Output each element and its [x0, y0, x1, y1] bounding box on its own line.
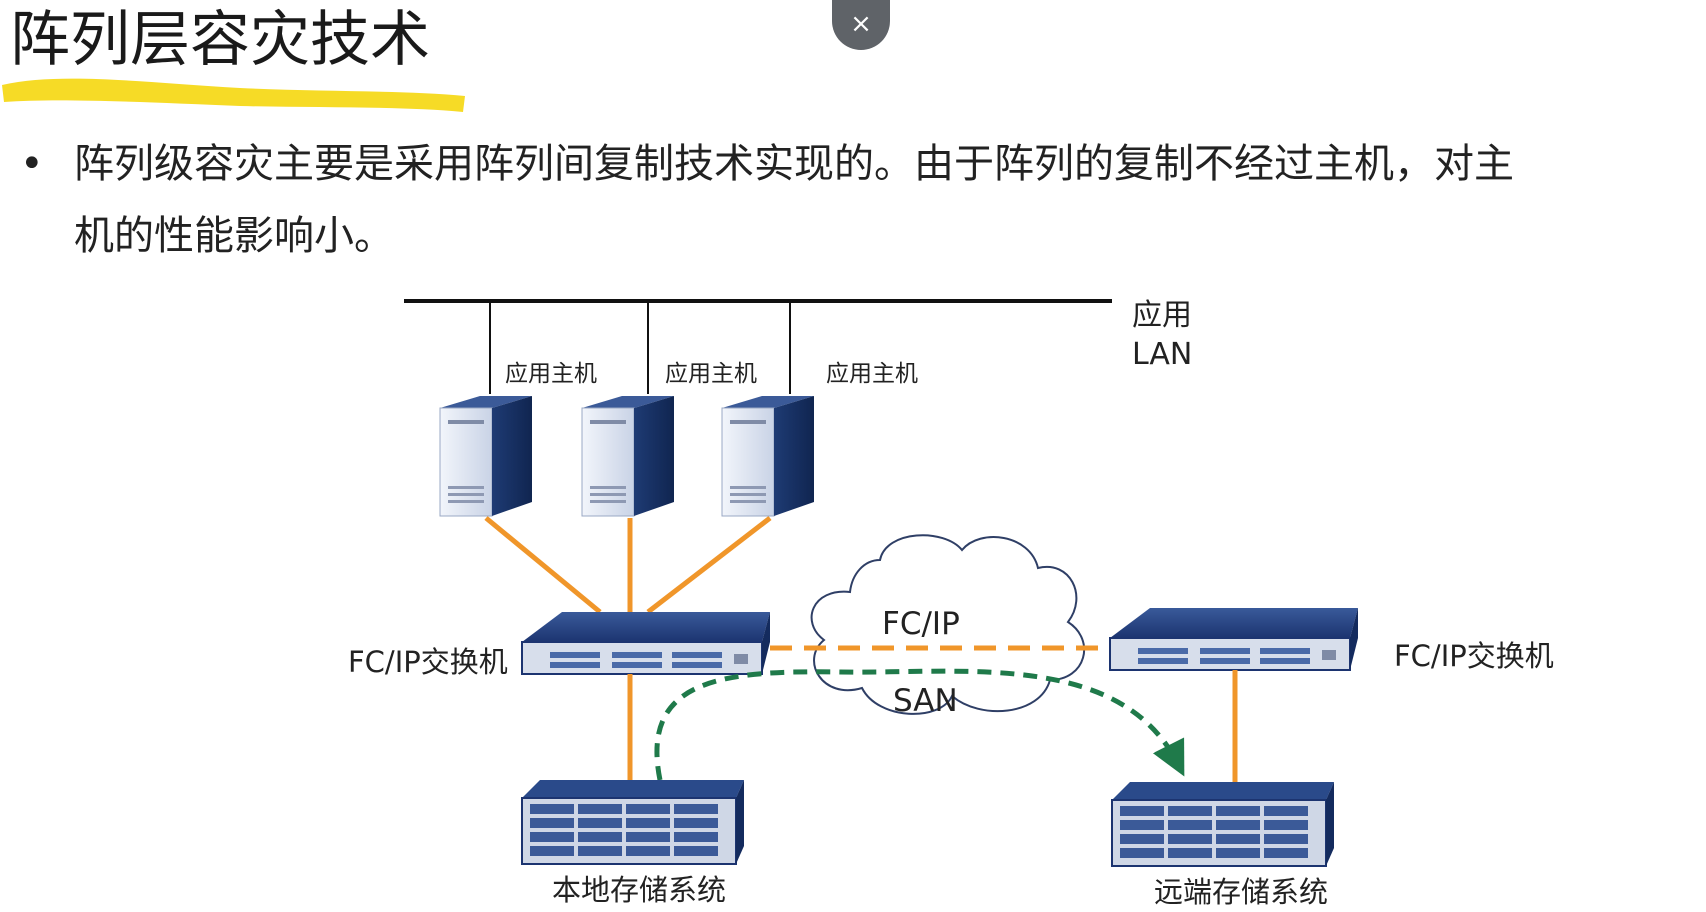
server-icon	[721, 396, 814, 517]
lan-label-line2: LAN	[1132, 337, 1192, 372]
left-switch-label: FC/IP交换机	[348, 645, 508, 679]
host1-switch-link	[484, 516, 602, 614]
page-title: 阵列层容灾技术	[10, 5, 430, 75]
remote-storage-icon	[1111, 782, 1334, 867]
san-cloud-icon	[810, 534, 1086, 715]
local-storage-icon	[521, 780, 744, 865]
host-label-3: 应用主机	[826, 361, 918, 387]
remote-storage-label: 远端存储系统	[1154, 875, 1328, 909]
left-switch-icon	[521, 612, 770, 675]
lan-label-line1: 应用	[1132, 298, 1192, 333]
cloud-label-top: FC/IP	[882, 606, 960, 642]
bullet-text-line2: 机的性能影响小。	[74, 213, 394, 259]
right-switch-icon	[1109, 608, 1358, 671]
host3-switch-link	[646, 516, 772, 614]
close-icon: ×	[850, 9, 872, 39]
server-icon	[439, 396, 532, 517]
bullet-item: • 阵列级容灾主要是采用阵列间复制技术实现的。由于阵列的复制不经过主机，对主 机…	[20, 128, 1700, 272]
server-icon	[581, 396, 674, 517]
host-label-1: 应用主机	[505, 361, 597, 387]
right-switch-label: FC/IP交换机	[1394, 639, 1554, 673]
cloud-label-bottom: SAN	[893, 683, 958, 719]
host-label-2: 应用主机	[665, 361, 757, 387]
bullet-dot-icon: •	[20, 141, 44, 187]
title-highlight	[2, 78, 465, 112]
bullet-text-line1: 阵列级容灾主要是采用阵列间复制技术实现的。由于阵列的复制不经过主机，对主	[74, 141, 1514, 187]
replication-arrow	[654, 668, 1185, 781]
close-button[interactable]: ×	[832, 0, 890, 50]
local-storage-label: 本地存储系统	[552, 873, 726, 907]
